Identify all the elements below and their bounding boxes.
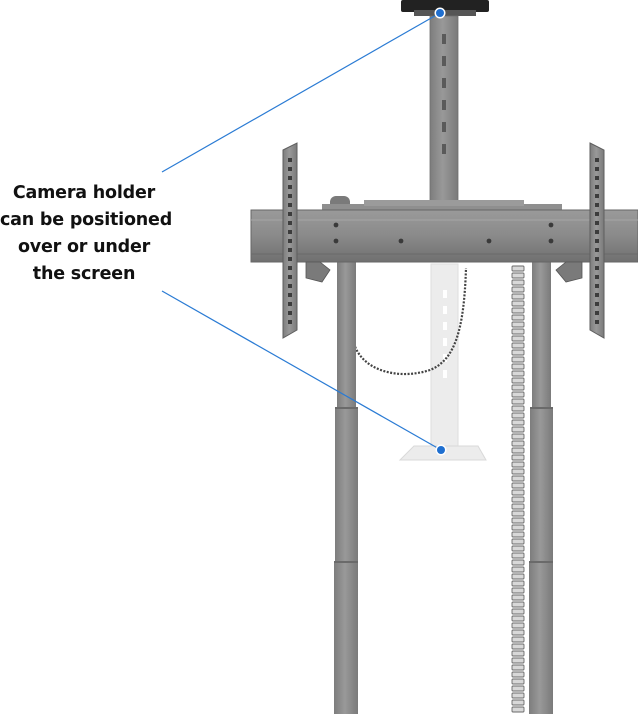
callout-caption: Camera holder can be positioned over or … xyxy=(0,180,173,288)
left-column xyxy=(334,262,358,714)
caption-line-3: over or under xyxy=(17,237,151,257)
caption-line-1: Camera holder xyxy=(12,183,156,203)
left-mounting-arm xyxy=(282,142,298,339)
camera-holder-lower-position xyxy=(398,263,487,461)
callout-line-lower xyxy=(161,290,442,451)
callout-dot-icon xyxy=(434,7,446,19)
right-mounting-arm xyxy=(589,142,605,339)
crossbar-top-details xyxy=(322,196,562,214)
camera-holder-upper-position xyxy=(401,0,489,210)
caption-line-2: can be positioned xyxy=(0,210,173,230)
callout-line-upper xyxy=(161,12,441,173)
caption-line-4: the screen xyxy=(32,264,136,284)
right-column xyxy=(529,262,553,714)
cable-chain xyxy=(511,265,525,713)
callout-dot-icon xyxy=(435,444,447,456)
crossbar xyxy=(250,209,638,283)
camera-cable xyxy=(351,267,468,376)
